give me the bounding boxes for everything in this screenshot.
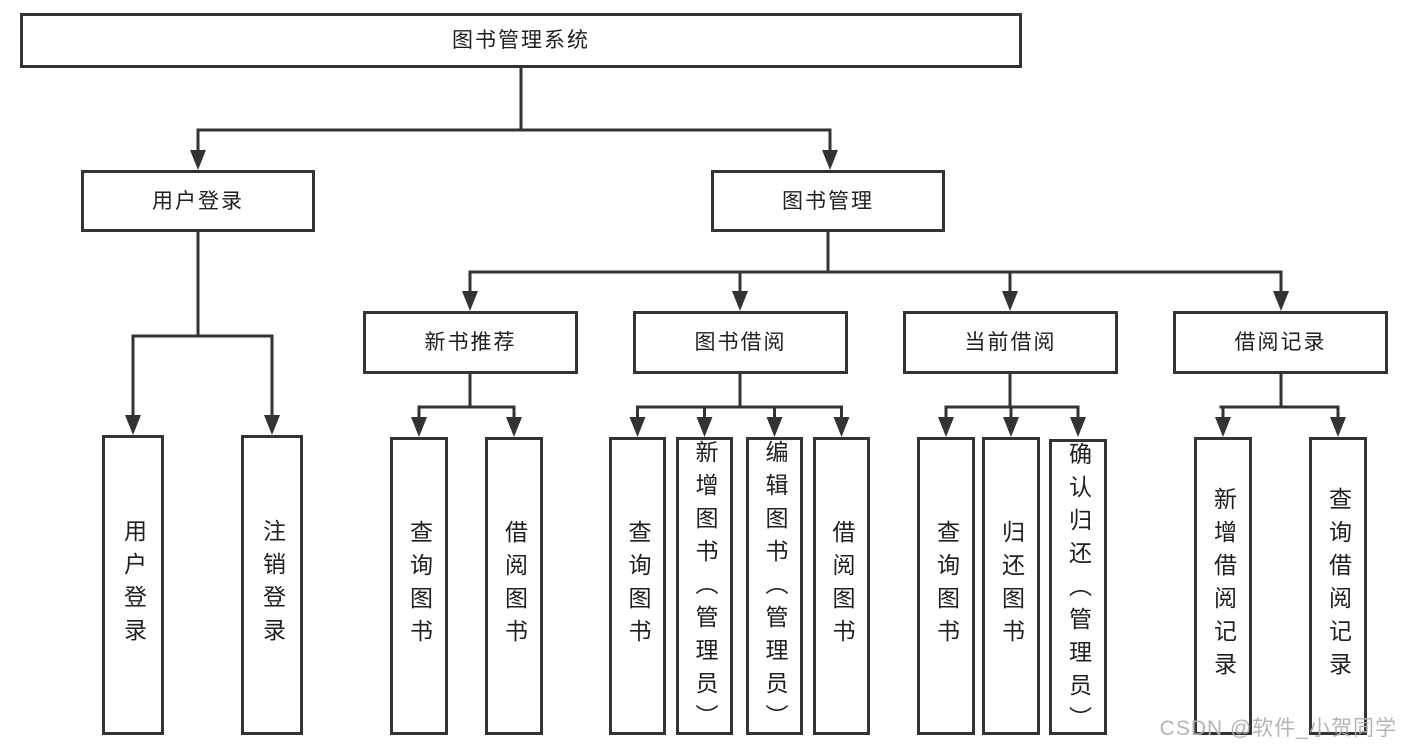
node-cb-return-books-label: 归还图书 bbox=[998, 520, 1025, 652]
node-book-management-label: 图书管理 bbox=[782, 189, 874, 213]
node-bb-query-books: 查询图书 bbox=[609, 437, 666, 735]
node-br-query-record: 查询借阅记录 bbox=[1309, 437, 1367, 735]
node-book-borrowing-label: 图书借阅 bbox=[694, 331, 787, 354]
node-bb-edit-books-admin: 编辑图书（管理员） bbox=[746, 437, 803, 735]
node-bb-add-books-admin-label: 新增图书（管理员） bbox=[692, 440, 718, 735]
node-bb-query-books-label: 查询图书 bbox=[625, 520, 651, 652]
node-borrowing-records: 借阅记录 bbox=[1173, 311, 1388, 374]
watermark: CSDN @软件_小贺同学 bbox=[1159, 717, 1397, 740]
node-br-add-record: 新增借阅记录 bbox=[1194, 437, 1252, 735]
node-nb-query-books-label: 查询图书 bbox=[406, 520, 433, 652]
node-borrowing-records-label: 借阅记录 bbox=[1234, 331, 1327, 354]
node-book-borrowing: 图书借阅 bbox=[633, 311, 848, 374]
node-book-management: 图书管理 bbox=[711, 170, 945, 232]
node-new-book-recommend-label: 新书推荐 bbox=[424, 331, 517, 354]
node-cb-query-books-label: 查询图书 bbox=[933, 520, 960, 652]
node-root-label: 图书管理系统 bbox=[452, 29, 590, 52]
connector-paths bbox=[131, 68, 1340, 423]
node-user-login-label: 用户登录 bbox=[152, 189, 244, 213]
node-bb-borrow-books-label: 借阅图书 bbox=[829, 520, 855, 652]
node-ul-logout-label: 注销登录 bbox=[259, 519, 286, 651]
node-cb-return-books: 归还图书 bbox=[982, 437, 1040, 735]
node-ul-user-login-label: 用户登录 bbox=[120, 519, 147, 651]
arrowheads bbox=[125, 150, 1346, 437]
node-cb-confirm-return-admin: 确认归还（管理员） bbox=[1049, 439, 1107, 735]
node-bb-edit-books-admin-label: 编辑图书（管理员） bbox=[762, 440, 788, 735]
node-current-borrowing: 当前借阅 bbox=[903, 311, 1118, 374]
node-ul-user-login: 用户登录 bbox=[102, 435, 164, 735]
node-br-query-record-label: 查询借阅记录 bbox=[1325, 487, 1352, 685]
node-cb-query-books: 查询图书 bbox=[917, 437, 975, 735]
node-nb-borrow-books-label: 借阅图书 bbox=[501, 520, 528, 652]
node-user-login: 用户登录 bbox=[81, 170, 315, 232]
node-root: 图书管理系统 bbox=[20, 13, 1022, 68]
node-bb-add-books-admin: 新增图书（管理员） bbox=[676, 437, 733, 735]
node-nb-borrow-books: 借阅图书 bbox=[485, 437, 543, 735]
node-nb-query-books: 查询图书 bbox=[390, 437, 448, 735]
node-bb-borrow-books: 借阅图书 bbox=[813, 437, 870, 735]
node-current-borrowing-label: 当前借阅 bbox=[964, 331, 1057, 354]
node-cb-confirm-return-admin-label: 确认归还（管理员） bbox=[1065, 442, 1092, 735]
node-ul-logout: 注销登录 bbox=[241, 435, 303, 735]
node-new-book-recommend: 新书推荐 bbox=[363, 311, 578, 374]
node-br-add-record-label: 新增借阅记录 bbox=[1210, 487, 1237, 685]
